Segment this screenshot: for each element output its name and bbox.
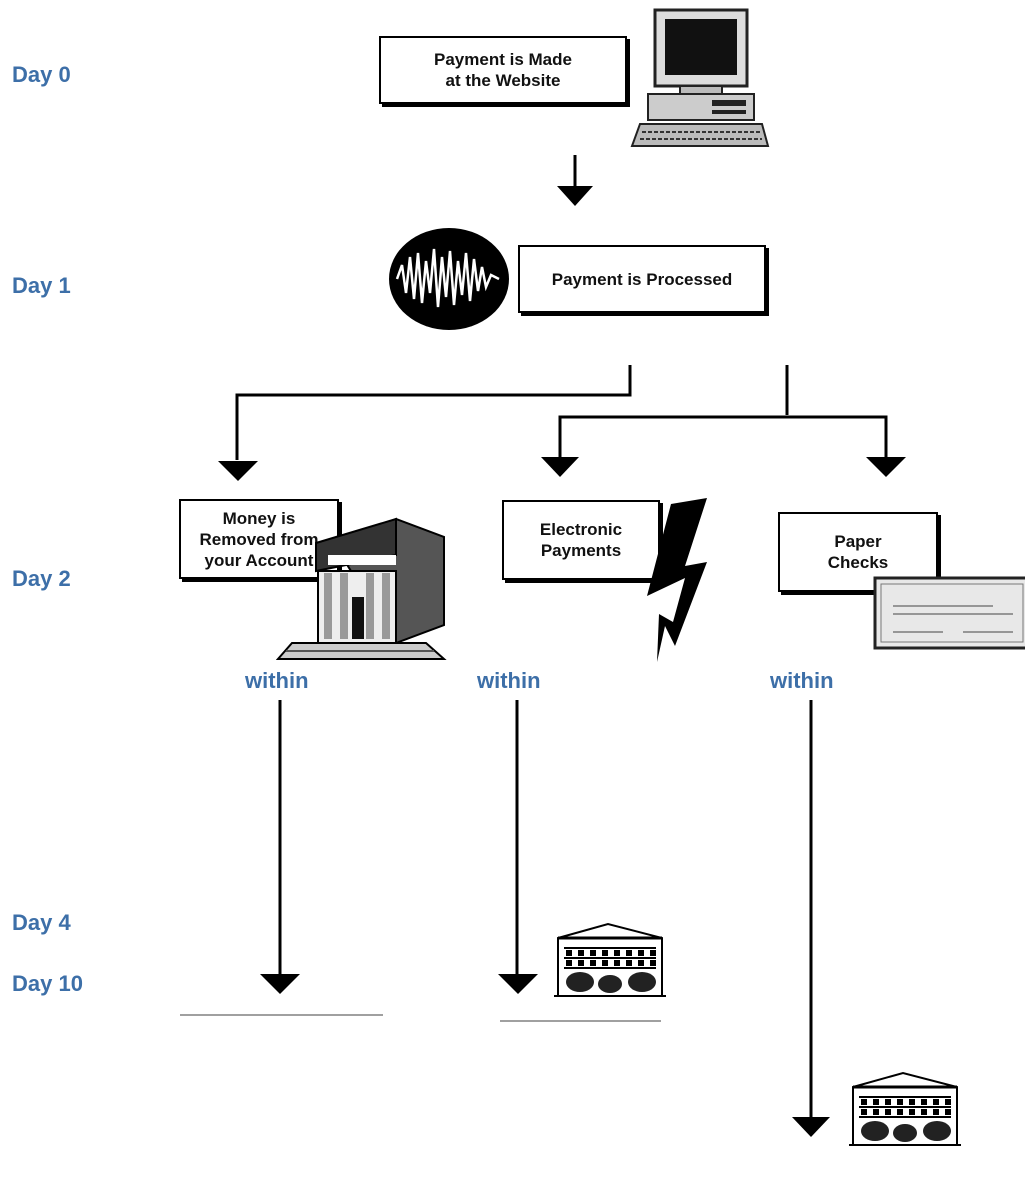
office-building-icon	[849, 1071, 961, 1146]
day-label-2: Day 2	[12, 566, 71, 591]
arrow-head	[557, 186, 593, 206]
computer-icon	[630, 8, 770, 147]
payment-made-box: Payment is Made at the Website	[379, 36, 627, 104]
day-label-4: Day 4	[12, 910, 71, 935]
within-label-electronic: within	[477, 668, 541, 693]
lightning-bolt-icon	[647, 498, 707, 662]
paper-check-icon	[873, 576, 1025, 650]
office-building-icon	[554, 922, 666, 997]
payment-processed-box: Payment is Processed	[518, 245, 766, 313]
day-label-1: Day 1	[12, 273, 71, 298]
day-label-10: Day 10	[12, 971, 83, 996]
arrow-head	[498, 974, 538, 994]
day-label-0: Day 0	[12, 62, 71, 87]
arrow-head	[541, 457, 579, 477]
bank-building-icon	[276, 517, 447, 660]
within-label-paper: within	[770, 668, 834, 693]
arrow-head	[792, 1117, 830, 1137]
arrow-head	[218, 461, 258, 481]
electronic-payments-box: Electronic Payments	[502, 500, 660, 580]
signal-wave-icon	[389, 228, 509, 330]
within-label-money: within	[245, 668, 309, 693]
arrow-head	[260, 974, 300, 994]
arrow-head	[866, 457, 906, 477]
